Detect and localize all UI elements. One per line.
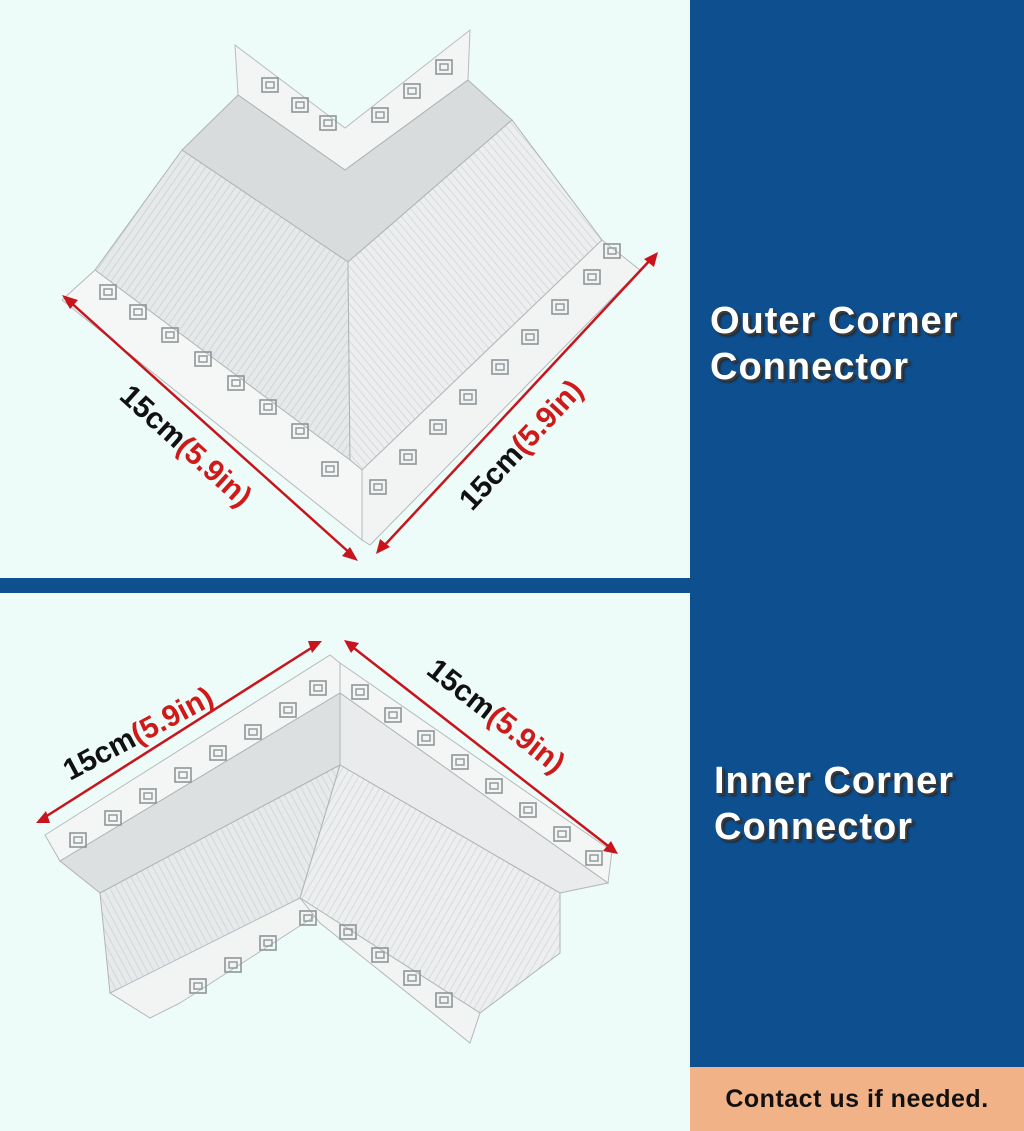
contact-banner: Contact us if needed. (690, 1067, 1024, 1131)
inner-dimension-arrows (36, 640, 618, 854)
panel-divider (0, 578, 690, 593)
outer-dimension-arrows (62, 252, 658, 561)
contact-text: Contact us if needed. (725, 1084, 989, 1113)
inner-corner-label: Inner Corner Connector (714, 758, 954, 850)
inner-corner-image: 15cm(5.9in) 15cm(5.9in) (36, 640, 618, 1044)
outer-corner-label-line1: Outer Corner (710, 300, 959, 342)
outer-corner-image: 15cm(5.9in) 15cm(5.9in) (61, 28, 658, 561)
inner-corner-label-line2: Connector (714, 806, 913, 848)
sidebar (690, 0, 1024, 1131)
outer-corner-label-line2: Connector (710, 346, 909, 388)
inner-corner-label-line1: Inner Corner (714, 760, 955, 802)
outer-corner-label: Outer Corner Connector (710, 298, 958, 390)
